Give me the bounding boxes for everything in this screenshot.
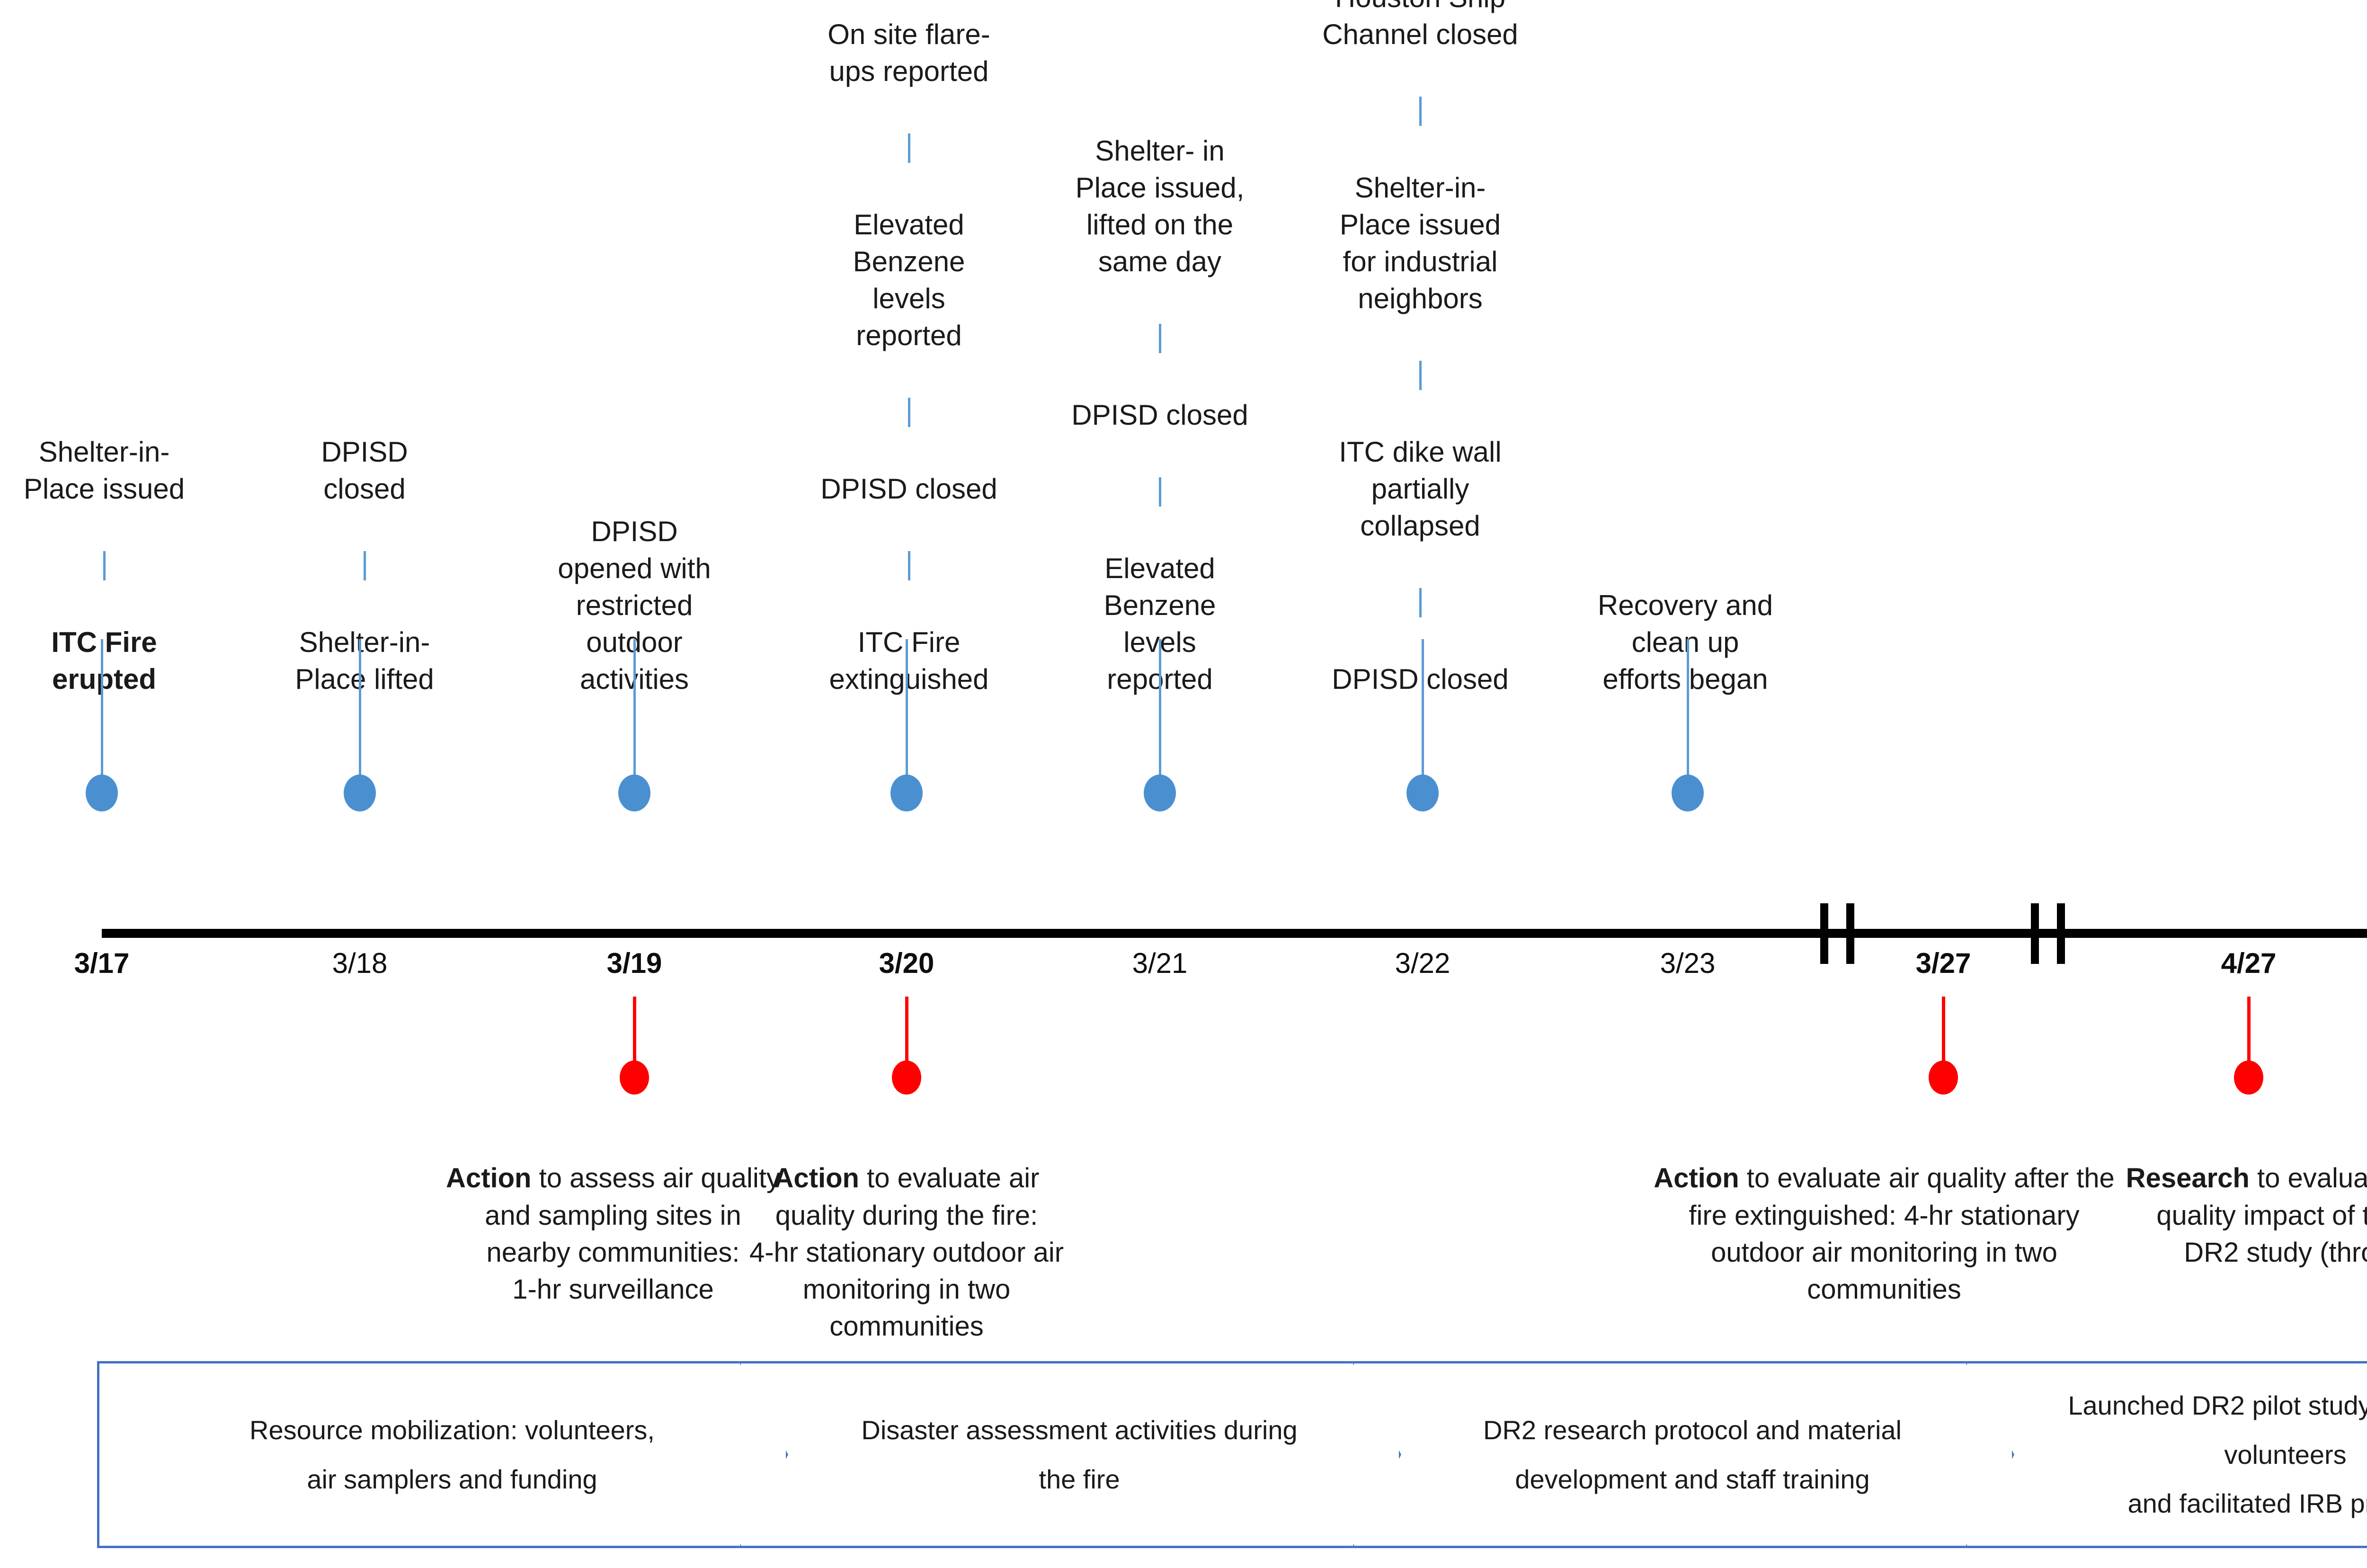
event-dot-3-23[interactable] xyxy=(1672,775,1704,811)
action-dot-3-20[interactable] xyxy=(892,1060,921,1095)
action-stem-4-27 xyxy=(2247,997,2251,1077)
event-column-3-20: On site flare- ups reported Elevated Ben… xyxy=(795,0,1023,735)
event-text: Recovery and clean up efforts began xyxy=(1597,589,1773,695)
action-lead: Action xyxy=(774,1163,859,1194)
action-block-4-27: Research to evaluate health and air qual… xyxy=(2126,1123,2367,1271)
date-label-3-20: 3/20 xyxy=(879,947,934,979)
date-label-3-22: 3/22 xyxy=(1395,947,1450,979)
event-dot-3-22[interactable] xyxy=(1406,775,1439,811)
action-dot-3-19[interactable] xyxy=(620,1060,649,1095)
connector-line xyxy=(908,551,910,580)
action-lead: Research xyxy=(2126,1163,2250,1194)
event-column-3-23: Recovery and clean up efforts began xyxy=(1576,550,1794,735)
action-body: to evaluate air quality during the fire:… xyxy=(749,1163,1064,1342)
connector-line xyxy=(1158,477,1161,507)
event-dot-3-19[interactable] xyxy=(618,775,650,811)
event-column-3-21: Shelter- in Place issued, lifted on the … xyxy=(1056,96,1264,735)
timeline-axis xyxy=(102,929,2367,938)
event-text: Houston Ship Channel closed xyxy=(1322,0,1518,50)
date-label-3-21: 3/21 xyxy=(1132,947,1188,979)
connector-line xyxy=(1419,361,1422,390)
phase-chevron-4[interactable]: Launched DR2 pilot study by utilizing vo… xyxy=(1965,1361,2367,1548)
event-stem-3-17 xyxy=(101,639,103,776)
phase-label: DR2 research protocol and material devel… xyxy=(1483,1415,1902,1494)
event-text: DPISD closed xyxy=(1071,399,1248,431)
action-dot-4-27[interactable] xyxy=(2234,1060,2263,1095)
connector-line xyxy=(1158,324,1161,353)
event-dot-3-17[interactable] xyxy=(86,775,118,811)
action-body: to evaluate air quality after the fire e… xyxy=(1689,1163,2115,1305)
date-label-3-23: 3/23 xyxy=(1660,947,1716,979)
action-body: to evaluate health and air quality impac… xyxy=(2156,1163,2367,1268)
event-column-3-17: Shelter-in- Place issued ITC Fire erupte… xyxy=(14,397,194,735)
axis-break-mark-2a xyxy=(2031,903,2039,964)
action-lead: Action xyxy=(446,1163,532,1194)
event-text: DPISD closed xyxy=(820,473,997,505)
event-stem-3-21 xyxy=(1159,639,1161,776)
event-text: ITC Fire extinguished xyxy=(829,626,989,695)
phase-chevron-1[interactable]: Resource mobilization: volunteers, air s… xyxy=(97,1361,788,1548)
event-stem-3-20 xyxy=(906,639,908,776)
event-text: ITC dike wall partially collapsed xyxy=(1339,436,1502,542)
event-dot-3-20[interactable] xyxy=(890,775,923,811)
event-text: Shelter-in- Place lifted xyxy=(295,626,434,695)
event-text: ITC Fire erupted xyxy=(51,626,157,695)
action-block-3-19: Action to assess air quality and samplin… xyxy=(443,1123,783,1308)
event-text: Elevated Benzene levels reported xyxy=(1103,552,1216,695)
connector-line xyxy=(103,551,106,580)
event-dot-3-18[interactable] xyxy=(344,775,376,811)
event-column-3-22: Fire reignited and extinguished on the s… xyxy=(1269,0,1572,735)
phase-chevron-2[interactable]: Disaster assessment activities during th… xyxy=(739,1361,1401,1548)
action-dot-3-27[interactable] xyxy=(1929,1060,1958,1095)
action-stem-3-20 xyxy=(905,997,908,1077)
date-label-3-17: 3/17 xyxy=(74,947,130,979)
date-label-3-18: 3/18 xyxy=(332,947,388,979)
event-dot-3-21[interactable] xyxy=(1144,775,1176,811)
phase-label: Resource mobilization: volunteers, air s… xyxy=(249,1415,655,1494)
axis-break-mark-2b xyxy=(2057,903,2065,964)
phase-chevron-3[interactable]: DR2 research protocol and material devel… xyxy=(1352,1361,2014,1548)
event-stem-3-19 xyxy=(633,639,636,776)
phase-label: Launched DR2 pilot study by utilizing vo… xyxy=(2068,1390,2367,1519)
action-stem-3-19 xyxy=(633,997,636,1077)
date-label-4-27: 4/27 xyxy=(2221,947,2277,979)
connector-line xyxy=(1419,97,1422,126)
date-label-3-27: 3/27 xyxy=(1915,947,1971,979)
action-body: to assess air quality and sampling sites… xyxy=(485,1163,780,1305)
event-text: On site flare- ups reported xyxy=(828,18,990,87)
event-stem-3-18 xyxy=(359,639,361,776)
event-text: Shelter- in Place issued, lifted on the … xyxy=(1075,135,1245,277)
phase-label: Disaster assessment activities during th… xyxy=(861,1415,1298,1494)
phase-band: Resource mobilization: volunteers, air s… xyxy=(97,1361,2367,1548)
connector-line xyxy=(363,551,366,580)
date-label-3-19: 3/19 xyxy=(606,947,662,979)
connector-line xyxy=(908,134,910,163)
event-text: Shelter-in- Place issued xyxy=(23,436,185,505)
event-text: DPISD closed xyxy=(1332,663,1509,695)
event-text: Elevated Benzene levels reported xyxy=(853,209,965,351)
event-text: Shelter-in- Place issued for industrial … xyxy=(1339,172,1501,314)
event-text: DPISD closed xyxy=(321,436,408,505)
event-stem-3-23 xyxy=(1687,639,1689,776)
connector-line xyxy=(908,398,910,427)
action-block-3-20: Action to evaluate air quality during th… xyxy=(739,1123,1075,1345)
action-lead: Action xyxy=(1654,1163,1739,1194)
event-column-3-18: DPISD closed Shelter-in- Place lifted xyxy=(275,397,454,735)
axis-break-mark-1a xyxy=(1820,903,1828,964)
event-stem-3-22 xyxy=(1422,639,1424,776)
action-block-3-27: Action to evaluate air quality after the… xyxy=(1647,1123,2121,1308)
action-stem-3-27 xyxy=(1942,997,1945,1077)
connector-line xyxy=(1419,588,1422,617)
axis-break-mark-1b xyxy=(1846,903,1854,964)
